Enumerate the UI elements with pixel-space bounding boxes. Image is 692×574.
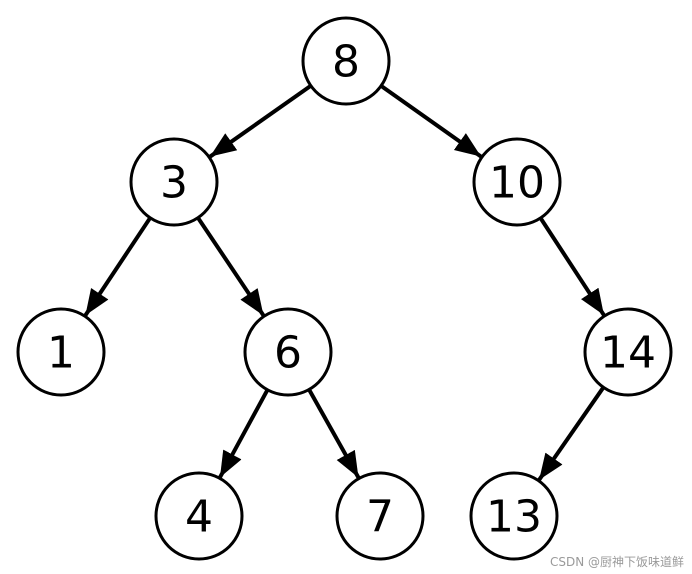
tree-node-13: 13: [469, 471, 559, 561]
edge-14-to-13: [537, 386, 606, 482]
node-circle: [472, 137, 562, 227]
tree-node-8: 8: [301, 16, 391, 106]
node-circle: [154, 471, 244, 561]
edge-3-to-1: [83, 216, 152, 317]
edge-6-to-4: [218, 388, 270, 479]
node-circle: [469, 471, 559, 561]
edge-8-to-3: [208, 84, 312, 159]
node-circle: [129, 137, 219, 227]
node-circle: [243, 307, 333, 397]
node-circle: [335, 471, 425, 561]
tree-node-1: 1: [16, 307, 106, 397]
node-circle: [16, 307, 106, 397]
edge-10-to-14: [538, 216, 606, 317]
edge-8-to-10: [379, 84, 483, 159]
tree-node-4: 4: [154, 471, 244, 561]
node-label: 14: [600, 328, 656, 379]
node-label: 10: [489, 158, 545, 209]
tree-node-10: 10: [472, 137, 562, 227]
nodes-layer: 8 3 10 1 6 14 4 7 13: [16, 16, 673, 561]
edge-6-to-7: [307, 388, 361, 479]
tree-node-3: 3: [129, 137, 219, 227]
node-label: 6: [274, 328, 302, 379]
tree-node-6: 6: [243, 307, 333, 397]
node-label: 7: [366, 492, 394, 543]
edges-layer: [83, 84, 606, 482]
node-circle: [583, 307, 673, 397]
node-label: 1: [47, 328, 75, 379]
tree-node-14: 14: [583, 307, 673, 397]
node-circle: [301, 16, 391, 106]
tree-node-7: 7: [335, 471, 425, 561]
edge-3-to-6: [196, 216, 266, 317]
node-label: 13: [486, 492, 542, 543]
node-label: 4: [185, 492, 213, 543]
watermark-text: CSDN @厨神下饭味道鲜: [549, 555, 684, 569]
node-label: 3: [160, 158, 188, 209]
node-label: 8: [332, 37, 360, 88]
